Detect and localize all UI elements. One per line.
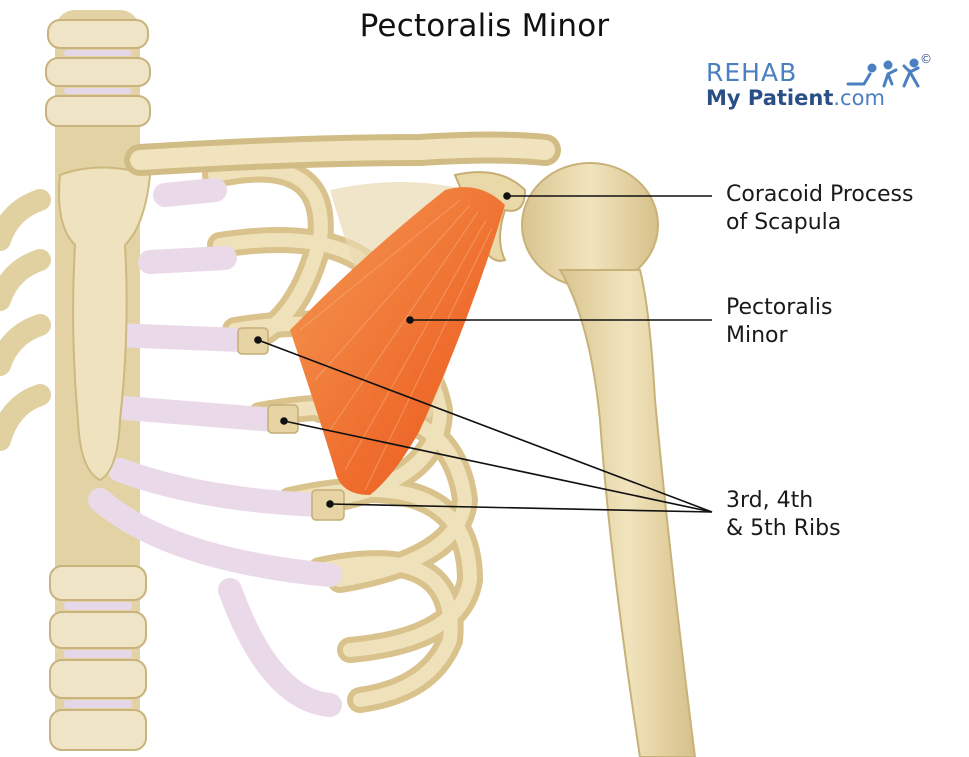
logo-brand: REHAB <box>706 58 797 87</box>
brand-logo: REHAB © My Patient.com <box>706 58 936 118</box>
label-coracoid-process: Coracoid Process of Scapula <box>726 181 913 237</box>
page-title: Pectoralis Minor <box>0 8 969 44</box>
humerus <box>522 163 695 757</box>
label-ribs: 3rd, 4th & 5th Ribs <box>726 487 841 543</box>
clavicle <box>140 148 545 161</box>
logo-site-domain: .com <box>833 86 885 110</box>
logo-site: My Patient.com <box>706 86 885 110</box>
logo-site-name: My Patient <box>706 86 833 110</box>
left-ribs <box>0 200 40 440</box>
copyright-mark: © <box>920 52 932 66</box>
label-pectoralis-minor: Pectoralis Minor <box>726 294 832 350</box>
